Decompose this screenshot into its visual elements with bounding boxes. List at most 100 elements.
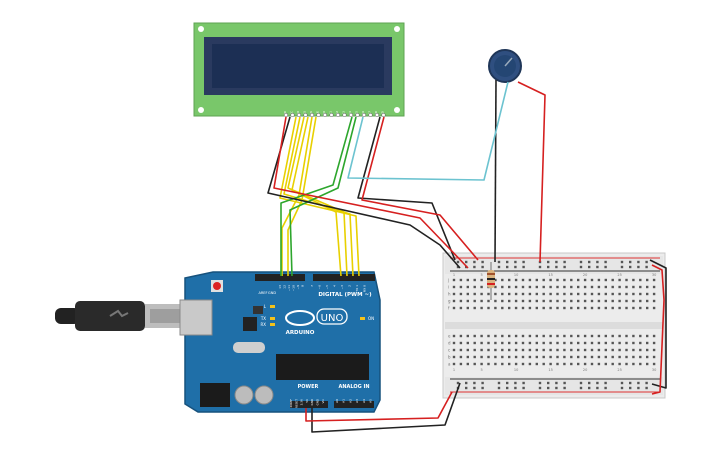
- breadboard-hole: [583, 334, 587, 338]
- breadboard-hole: [597, 334, 601, 338]
- breadboard-hole: [556, 292, 559, 296]
- digital-pin-label: 8: [301, 285, 305, 287]
- breadboard-hole: [528, 292, 532, 296]
- breadboard-hole: [639, 362, 642, 366]
- breadboard-hole: [556, 334, 559, 338]
- breadboard-hole: [570, 348, 573, 352]
- capacitor: [254, 385, 274, 405]
- breadboard-hole: [480, 334, 483, 338]
- analog-pin-label: A5: [369, 399, 373, 403]
- wire-red: [651, 264, 665, 395]
- wire-yellow: [291, 116, 342, 277]
- lcd-pin: [309, 112, 315, 118]
- breadboard-hole: [583, 355, 587, 359]
- breadboard-hole: [459, 334, 463, 338]
- wire-red: [273, 116, 469, 269]
- row-letter: b: [448, 355, 451, 360]
- breadboard-hole: [611, 348, 614, 352]
- column-number: 15: [548, 273, 552, 277]
- breadboard-hole: [508, 341, 511, 345]
- analog-pin-label: A3: [355, 399, 359, 403]
- breadboard-rail-hole: [637, 381, 640, 385]
- breadboard-hole: [501, 341, 504, 345]
- breadboard-hole: [521, 278, 525, 282]
- breadboard-hole: [528, 278, 532, 282]
- breadboard-hole: [494, 278, 497, 282]
- arduino-uno-board: UNO ARDUINO DIGITAL (PWM ~) AREF GND L T…: [179, 271, 381, 413]
- breadboard-rail-hole: [579, 260, 583, 264]
- breadboard-rail-hole: [620, 265, 624, 269]
- breadboard-hole: [646, 334, 649, 338]
- breadboard-rail-hole: [637, 265, 640, 269]
- digital-pin-label: ~10: [292, 285, 296, 291]
- breadboard-hole: [452, 278, 456, 282]
- breadboard-rail-hole: [563, 386, 566, 390]
- column-number: 20: [583, 368, 587, 372]
- breadboard-rail-hole: [481, 386, 484, 390]
- breadboard-hole: [583, 285, 587, 289]
- breadboard-hole: [466, 278, 469, 282]
- breadboard-hole: [590, 362, 594, 366]
- led-tx: [270, 317, 275, 320]
- led-l: [270, 305, 275, 308]
- breadboard-hole: [583, 306, 587, 310]
- breadboard-hole: [452, 341, 456, 345]
- breadboard-rail-hole: [588, 265, 591, 269]
- wire-yellow: [287, 116, 348, 277]
- breadboard-rail-hole: [645, 260, 648, 264]
- digital-header-right: [313, 274, 375, 281]
- breadboard-hole: [466, 285, 469, 289]
- breadboard-hole: [501, 334, 504, 338]
- breadboard-hole: [646, 362, 649, 366]
- crystal: [233, 342, 265, 353]
- breadboard-hole: [473, 341, 476, 345]
- breadboard-rail-hole: [506, 386, 509, 390]
- breadboard-hole: [542, 355, 545, 359]
- breadboard-hole: [473, 285, 476, 289]
- breadboard-hole: [577, 278, 580, 282]
- breadboard-hole: [563, 278, 566, 282]
- breadboard-hole: [646, 299, 649, 303]
- breadboard-hole: [521, 334, 525, 338]
- breadboard-hole: [590, 341, 594, 345]
- breadboard-rail-hole: [538, 381, 542, 385]
- breadboard-hole: [473, 355, 476, 359]
- led-on: [360, 317, 365, 320]
- digital-pin-label: 7: [310, 285, 314, 287]
- breadboard-hole: [590, 292, 594, 296]
- uno-model-text: UNO: [321, 313, 344, 324]
- breadboard-hole: [508, 292, 511, 296]
- breadboard-hole: [570, 292, 573, 296]
- breadboard-hole: [652, 355, 656, 359]
- breadboard-hole: [570, 299, 573, 303]
- breadboard-hole: [577, 292, 580, 296]
- breadboard-hole: [480, 341, 483, 345]
- breadboard-hole: [473, 334, 476, 338]
- breadboard-hole: [577, 299, 580, 303]
- breadboard-hole: [646, 306, 649, 310]
- breadboard-hole: [501, 292, 504, 296]
- column-number: 25: [617, 368, 621, 372]
- breadboard-hole: [618, 278, 621, 282]
- breadboard-rail-hole: [514, 265, 517, 269]
- breadboard-rail-hole: [522, 386, 525, 390]
- breadboard-hole: [459, 355, 463, 359]
- breadboard-hole: [563, 348, 566, 352]
- breadboard-rail-hole: [481, 265, 484, 269]
- column-number: 10: [514, 273, 518, 277]
- breadboard-hole: [535, 306, 538, 310]
- breadboard-hole: [652, 334, 656, 338]
- breadboard-hole: [521, 355, 525, 359]
- breadboard-rail-hole: [555, 260, 558, 264]
- breadboard-hole: [652, 278, 656, 282]
- breadboard-hole: [597, 362, 601, 366]
- breadboard-hole: [639, 348, 642, 352]
- column-number: 30: [652, 368, 656, 372]
- breadboard-hole: [521, 306, 525, 310]
- breadboard-hole: [494, 306, 497, 310]
- breadboard-rail-hole: [579, 386, 583, 390]
- breadboard-rail-hole: [547, 386, 550, 390]
- breadboard-rail-hole: [629, 381, 632, 385]
